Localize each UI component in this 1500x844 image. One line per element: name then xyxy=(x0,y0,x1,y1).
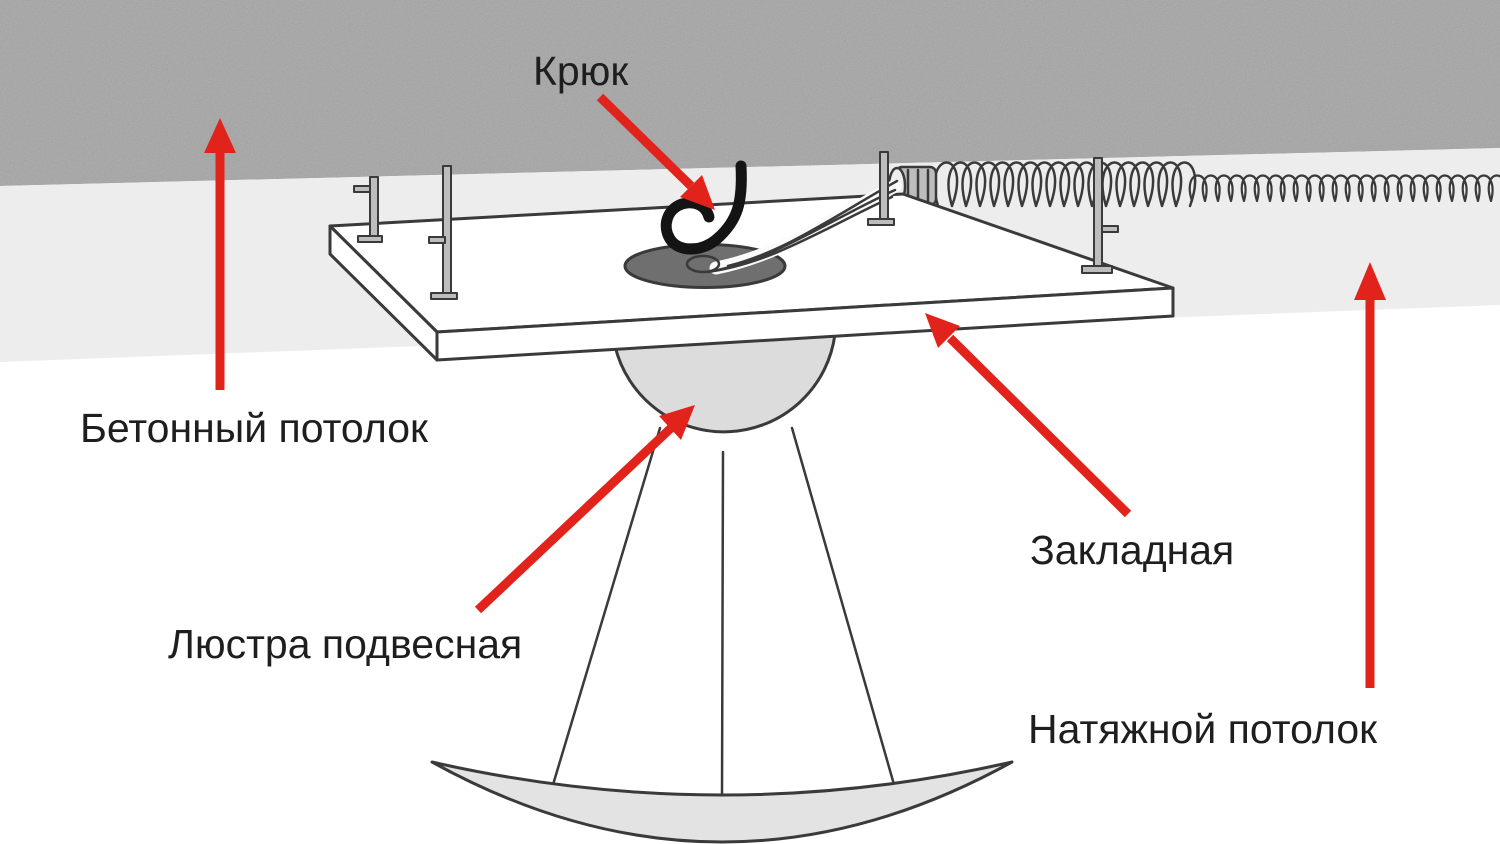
rod-2-foot xyxy=(430,292,458,300)
rod-4-foot xyxy=(1081,265,1113,274)
label-chandelier: Люстра подвесная xyxy=(168,621,523,667)
arrow-hook-head xyxy=(680,175,715,210)
platform-front-face xyxy=(435,286,1175,362)
rod-4 xyxy=(1093,157,1103,271)
wires xyxy=(705,179,899,274)
spring-coil-large xyxy=(933,161,1197,208)
hanger-left xyxy=(550,426,662,790)
arrow-stretch-head xyxy=(1354,262,1386,300)
hanger-center xyxy=(720,450,725,800)
rod-1 xyxy=(369,176,379,240)
callout-arrows xyxy=(204,93,1386,688)
label-mounting-plate: Закладная xyxy=(1030,527,1235,573)
arrow-chandelier-head xyxy=(659,405,695,440)
rod-2 xyxy=(442,165,452,297)
chandelier-hangers xyxy=(550,426,897,800)
label-hook: Крюк xyxy=(533,48,629,94)
spring-coil-small xyxy=(1188,174,1500,203)
hanger-right xyxy=(790,426,897,790)
arrow-plate xyxy=(946,334,1132,518)
rod-1-foot xyxy=(357,235,383,243)
arrow-concrete-head xyxy=(204,118,236,153)
rod-3 xyxy=(879,151,889,223)
arrow-plate-head xyxy=(925,313,960,348)
mounting-rods xyxy=(353,151,1119,300)
wire-loop-on-hook xyxy=(685,254,721,274)
concrete-texture-light xyxy=(0,0,1500,186)
label-stretch-ceiling: Натяжной потолок xyxy=(1028,706,1378,752)
rod-3-foot xyxy=(867,218,895,226)
hook xyxy=(660,160,747,255)
line-art xyxy=(328,151,1500,844)
chandelier-dome xyxy=(613,332,837,434)
rod-1-pin xyxy=(353,185,371,193)
label-concrete-ceiling: Бетонный потолок xyxy=(80,405,428,451)
arrow-chandelier xyxy=(474,424,675,614)
chandelier-bowl xyxy=(430,760,1014,844)
arrow-hook xyxy=(596,93,695,190)
rod-2-pin xyxy=(428,236,446,244)
rod-4-pin xyxy=(1101,225,1119,233)
